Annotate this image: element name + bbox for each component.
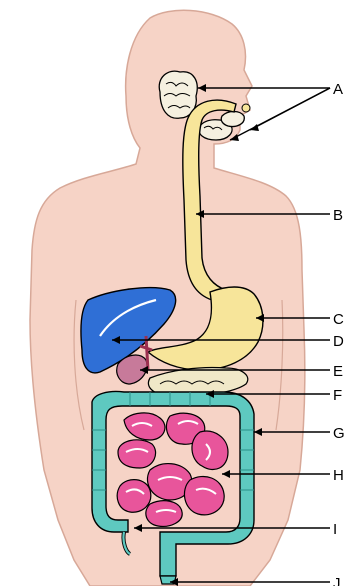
label-f: F (333, 387, 342, 404)
label-j: J (333, 575, 341, 586)
label-c: C (333, 311, 344, 328)
label-i: I (333, 521, 337, 538)
label-h: H (333, 467, 344, 484)
label-e: E (333, 363, 343, 380)
tongue-tip (242, 104, 250, 112)
sublingual-gland (221, 112, 244, 127)
label-b: B (333, 207, 343, 224)
label-d: D (333, 333, 344, 350)
label-g: G (333, 425, 345, 442)
label-a: A (333, 81, 343, 98)
